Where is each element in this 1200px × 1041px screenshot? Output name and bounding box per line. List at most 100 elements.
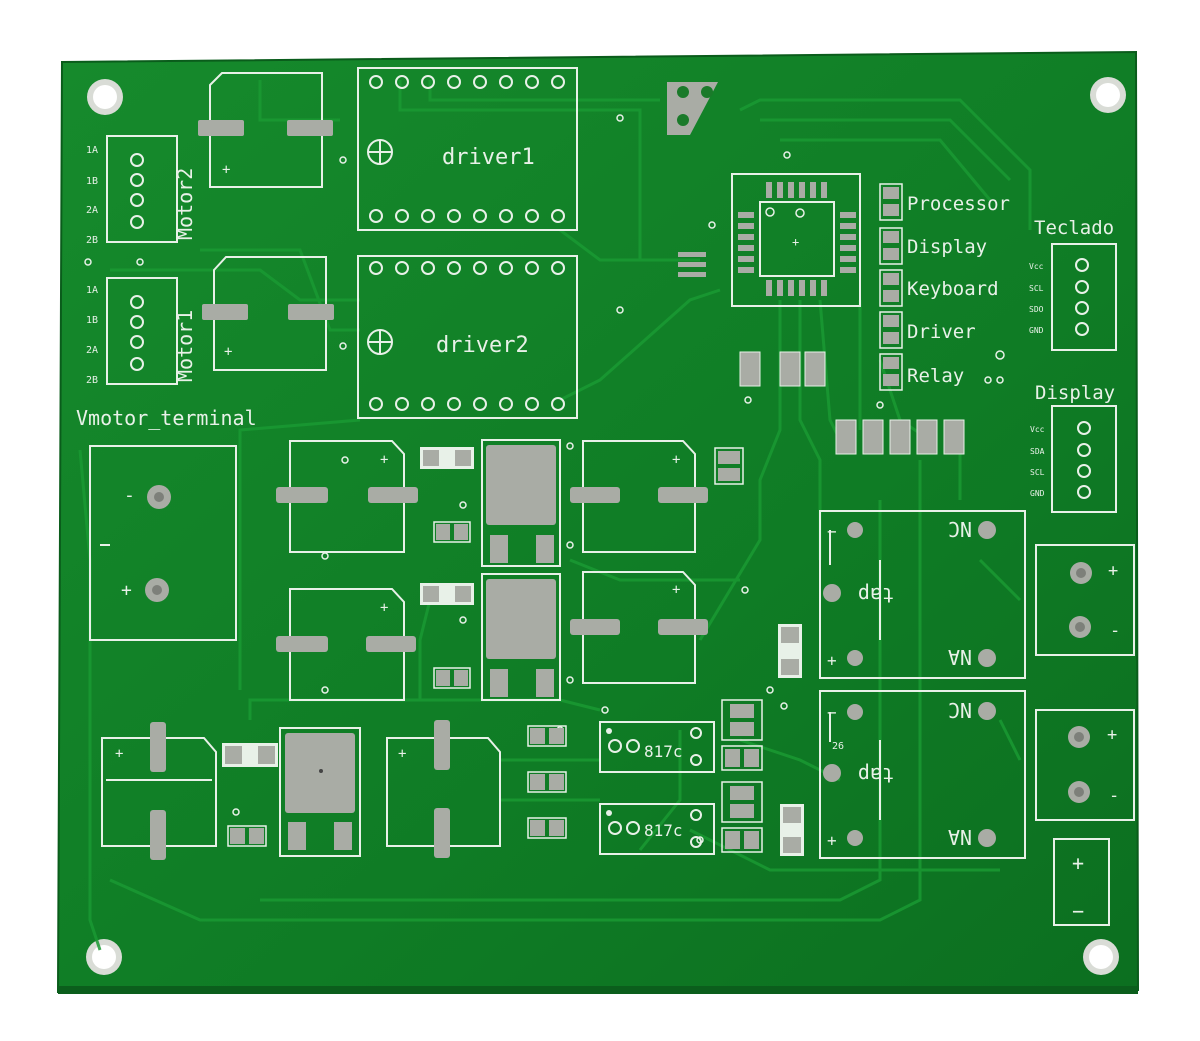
vias: [84, 114, 1005, 844]
driver2-crosshair-icon: [367, 329, 393, 355]
teclado-header: Teclado Vcc SCL SDO GND: [1029, 217, 1117, 351]
motor2-pin-2A: 2A: [86, 205, 98, 216]
power-plus: +: [1072, 851, 1084, 875]
motor2-pin-2B: 2B: [86, 235, 98, 246]
motor1-pin-2A: 2A: [86, 345, 98, 356]
terminal-block-right-1: + -: [1035, 544, 1135, 656]
led-keyboard-label: Keyboard: [907, 278, 999, 300]
display-pin-vcc: Vcc: [1030, 425, 1045, 434]
relay-2-plus: +: [827, 831, 837, 850]
terminal-right-1-minus: -: [1110, 621, 1120, 641]
power-polarity-box: + −: [1053, 838, 1110, 926]
relay-1-plus: +: [827, 651, 837, 670]
capacitor-c1: +: [198, 72, 333, 188]
vmotor-terminal-label: Vmotor_terminal: [76, 406, 257, 430]
motor1-label: Motor1: [173, 310, 197, 382]
capacitor-c5: +: [570, 440, 708, 553]
status-leds: Processor Display Keyboard Driver Relay: [879, 183, 1010, 391]
led-driver-label: Driver: [907, 321, 976, 343]
processor-footprint: +: [731, 173, 861, 307]
relay-2-tap-label: tap: [858, 763, 894, 787]
relay-1-tap-label: tap: [858, 583, 894, 607]
display-header-label: Display: [1035, 382, 1115, 404]
driver2-footprint: driver2: [357, 255, 578, 419]
vmotor-plus: +: [121, 580, 132, 601]
capacitor-c6-plus: +: [672, 582, 680, 598]
mounting-holes: [86, 77, 1126, 975]
led-processor: Processor: [879, 183, 1010, 221]
regulator-u2: [481, 573, 561, 701]
vmotor-minus: -: [124, 485, 135, 506]
capacitor-c6: +: [570, 571, 708, 684]
optocoupler-1: 817c: [599, 721, 715, 773]
capacitor-c8-plus: +: [398, 746, 406, 762]
teclado-label: Teclado: [1034, 217, 1114, 239]
led-display: Display: [879, 227, 987, 265]
motor2-outline: [106, 135, 178, 243]
optocoupler-2: 817c: [599, 803, 715, 855]
optocoupler-2-label: 817c: [644, 821, 683, 840]
relay-1-nc-label: NC: [948, 517, 972, 541]
driver1-footprint: driver1: [357, 67, 578, 231]
motor2-pin-1A: 1A: [86, 145, 98, 156]
regulator-u3: [279, 727, 361, 857]
teclado-pin-sdo: SDO: [1029, 305, 1044, 314]
copper-traces: [78, 80, 1032, 951]
smd-diodes: [222, 447, 804, 856]
terminal-block-right-2: + -: [1035, 709, 1135, 821]
led-display-label: Display: [907, 236, 987, 258]
teclado-pin-scl: SCL: [1029, 284, 1044, 293]
capacitor-c4-plus: +: [380, 600, 388, 616]
capacitor-c2-plus: +: [224, 344, 232, 360]
capacitor-c3-plus: +: [380, 452, 388, 468]
capacitor-c5-plus: +: [672, 452, 680, 468]
display-pin-sda: SDA: [1030, 447, 1045, 456]
driver1-label: driver1: [442, 145, 535, 170]
capacitor-c7-plus: +: [115, 746, 123, 762]
display-pin-gnd: GND: [1030, 489, 1045, 498]
relay-2-minus: −: [827, 703, 837, 722]
relay-1-minus: −: [827, 522, 837, 541]
driver2-label: driver2: [436, 333, 529, 358]
regulator-u1: [481, 439, 561, 567]
led-driver: Driver: [879, 311, 976, 349]
led-processor-label: Processor: [907, 193, 1010, 215]
smd-resistors-row: [739, 351, 965, 455]
motor1-pin-1A: 1A: [86, 285, 98, 296]
display-pin-scl: SCL: [1030, 468, 1045, 477]
capacitor-c1-plus: +: [222, 162, 230, 178]
terminal-right-2-minus: -: [1109, 786, 1119, 806]
motor1-outline: [106, 277, 178, 385]
relay-2-na-label: NA: [948, 825, 972, 849]
teclado-pin-vcc: Vcc: [1029, 262, 1044, 271]
motor1-pin-2B: 2B: [86, 375, 98, 386]
led-relay-label: Relay: [907, 365, 964, 387]
relay-2-nc-label: NC: [948, 698, 972, 722]
capacitor-c8: +: [386, 720, 501, 858]
motor2-connector: 1A 1B 2A 2B Motor2: [86, 135, 197, 246]
led-relay: Relay: [879, 353, 964, 391]
relay-2-number: 26: [832, 741, 844, 752]
capacitor-c3: +: [276, 440, 418, 553]
processor-plus: +: [792, 235, 799, 249]
capacitor-c4: +: [276, 588, 416, 701]
optocoupler-1-label: 817c: [644, 742, 683, 761]
power-minus: −: [1072, 899, 1084, 923]
led-keyboard: Keyboard: [879, 269, 999, 307]
motor2-pin-1B: 1B: [86, 176, 98, 187]
terminal-right-1-plus: +: [1108, 561, 1118, 581]
motor2-label: Motor2: [173, 168, 197, 240]
relay-2: 26 − + NC tap NA: [819, 690, 1026, 859]
via-triangle: [667, 82, 718, 135]
board-shadow-edge: [58, 986, 1138, 994]
motor1-connector: 1A 1B 2A 2B Motor1: [86, 277, 197, 386]
teclado-pin-gnd: GND: [1029, 326, 1044, 335]
driver1-crosshair-icon: [367, 139, 393, 165]
terminal-right-2-plus: +: [1107, 725, 1117, 745]
capacitor-c7: +: [101, 722, 217, 860]
relay-1: − + NC tap NA: [819, 510, 1026, 679]
display-header: Display Vcc SDA SCL GND: [1030, 382, 1117, 513]
capacitor-c2: +: [202, 256, 334, 371]
motor1-pin-1B: 1B: [86, 315, 98, 326]
